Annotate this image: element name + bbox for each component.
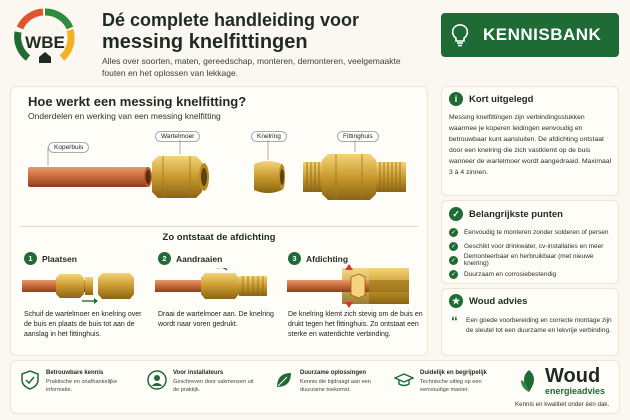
woud-brand: Woud energieadvies (545, 366, 605, 396)
lightbulb-icon (451, 24, 469, 47)
part-label-knelring: Knelring (251, 131, 287, 142)
key-points-list: ✓ Eenvoudig te monteren zonder solderen o… (449, 225, 617, 281)
graduation-cap-icon (394, 373, 414, 387)
footer-item-desc: Technische uitleg op een eenvoudige mani… (420, 379, 482, 393)
footer-item-title: Betrouwbare kennis (46, 370, 104, 376)
kennisbank-badge[interactable]: KENNISBANK (441, 13, 619, 57)
leaf-icon (277, 373, 291, 387)
list-item: ✓ Duurzaam en corrosiebestendig (449, 267, 617, 281)
footer-item-desc: Kennis die bijdraagt aan een duurzame to… (300, 379, 371, 393)
list-item: ✓ Geschikt voor drinkwater, cv-installati… (449, 239, 617, 253)
check-icon: ✓ (449, 227, 458, 237)
woud-leaf-logo (521, 370, 534, 392)
list-item: ✓ Demonteerbaar en herbruikbaar (met nieu… (449, 253, 617, 267)
footer-item-title: Duurzame oplossingen (300, 370, 367, 376)
step-1-header: 1 Plaatsen (24, 252, 77, 265)
logo-text: WBE (25, 33, 65, 52)
section-divider (20, 226, 418, 227)
info-icon: i (449, 92, 463, 106)
advice-header: ★ Woud advies (449, 294, 527, 308)
step-3-number: 3 (288, 252, 301, 265)
section-subtitle: Onderdelen en werking van een messing kn… (28, 111, 221, 121)
step-3-header: 3 Afdichting (288, 252, 348, 265)
kennisbank-label: KENNISBANK (483, 25, 602, 44)
step-3-description: De knelring klemt zich stevig om de buis… (288, 311, 423, 338)
brand-tagline: Kennis en kwaliteit onder één dak. (515, 401, 610, 408)
step-2-description: Draai de wartelmoer aan. De knelring wor… (158, 311, 274, 328)
step-1-title: Plaatsen (42, 253, 77, 264)
quote-icon: “ (451, 313, 458, 329)
step-2-header: 2 Aandraaien (158, 252, 222, 265)
check-icon: ✓ (449, 241, 458, 251)
check-icon: ✓ (449, 269, 458, 279)
key-points-title: Belangrijkste punten (469, 208, 563, 220)
step-3-title: Afdichting (306, 253, 349, 264)
page-subtitle: Alles over soorten, maten, gereedschap, … (102, 56, 401, 78)
brand-name: Woud (545, 365, 601, 387)
title-line-2: messing knelfittingen (102, 31, 308, 53)
step-1-description: Schuif de wartelmoer en knelring over de… (24, 311, 142, 338)
list-item: ✓ Eenvoudig te monteren zonder solderen o… (449, 225, 617, 239)
part-label-fittinghuis: Fittinghuis (337, 131, 379, 142)
shield-check-icon (21, 370, 39, 390)
summary-card (441, 86, 619, 196)
step-1-illustration (22, 273, 134, 304)
part-label-koperbuis: Koperbuis (48, 142, 90, 153)
exploded-fitting-illustration (28, 140, 406, 200)
footer-item-title: Voor installateurs (173, 370, 224, 376)
check-circle-icon: ✓ (449, 207, 463, 221)
step-1-number: 1 (24, 252, 37, 265)
person-icon (147, 370, 167, 390)
step-2-illustration (155, 268, 267, 299)
summary-header: i Kort uitgelegd (449, 92, 533, 106)
advice-title: Woud advies (469, 295, 528, 307)
step-2-number: 2 (158, 252, 171, 265)
advice-card (441, 288, 619, 356)
check-icon: ✓ (449, 255, 458, 265)
brand-sub: energieadvies (545, 386, 606, 396)
summary-text: Messing knelfittingen zijn verbindingsst… (449, 114, 612, 176)
summary-title: Kort uitgelegd (469, 93, 534, 105)
step-2-title: Aandraaien (176, 253, 223, 264)
key-points-header: ✓ Belangrijkste punten (449, 207, 563, 221)
footer-item-desc: Geschreven door vakmensen uit de praktij… (173, 379, 254, 393)
footer-item-desc: Praktische en onafhankelijke informatie. (46, 379, 118, 393)
step-3-cross-section (287, 264, 409, 308)
point-text: Eenvoudig te monteren zonder solderen of… (464, 228, 609, 236)
point-text: Demonteerbaar en herbruikbaar (met nieuw… (463, 253, 594, 267)
section-title: Hoe werkt een messing knelfitting? (28, 94, 247, 109)
part-label-wartelmoer: Wartelmoer (155, 131, 201, 142)
advice-text: Een goede voorbereiding en correcte mont… (466, 317, 612, 334)
page-title: Dé complete handleiding voor messing kne… (102, 9, 432, 53)
star-icon: ★ (449, 294, 463, 308)
footer-item-title: Duidelijk en begrijpelijk (420, 370, 488, 376)
point-text: Duurzaam en corrosiebestendig (464, 270, 557, 278)
point-text: Geschikt voor drinkwater, cv-installatie… (464, 242, 604, 250)
key-points-card (441, 200, 619, 284)
title-line-1: Dé complete handleiding voor (102, 10, 360, 30)
footer-bar (10, 360, 620, 414)
wbe-logo: WBE (14, 8, 75, 63)
seal-section-title: Zo ontstaat de afdichting (162, 232, 276, 243)
